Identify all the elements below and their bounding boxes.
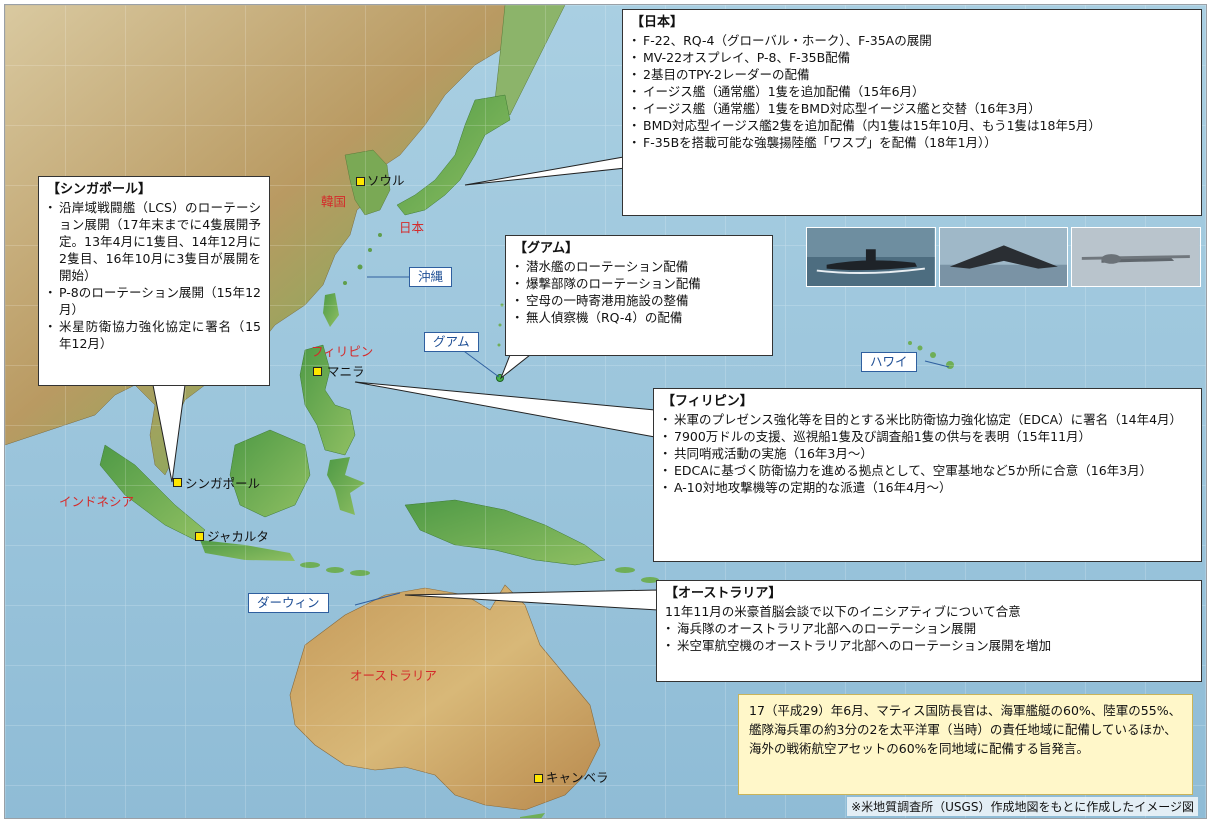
singapore-box-title: 【シンガポール】: [47, 182, 152, 197]
list-item: F-22、RQ-4（グローバル・ホーク）、F-35Aの展開: [628, 32, 1193, 49]
list-item: 米空軍航空機のオーストラリア北部へのローテーション展開を増加: [662, 637, 1193, 654]
list-item: A-10対地攻撃機等の定期的な派遣（16年4月～）: [659, 479, 1193, 496]
list-item: 爆撃部隊のローテーション配備: [511, 275, 764, 292]
philippines-box-title: 【フィリピン】: [662, 394, 753, 409]
okinawa-label: 沖縄: [409, 267, 453, 287]
statement-note-box: 17（平成29）年6月、マティス国防長官は、海軍艦艇の60%、陸軍の55%、艦隊…: [738, 694, 1193, 795]
guam-item-list: 潜水艦のローテーション配備 爆撃部隊のローテーション配備 空母の一時寄港用施設の…: [511, 258, 764, 326]
list-item: 海兵隊のオーストラリア北部へのローテーション展開: [662, 620, 1193, 637]
korea-country-label: 韓国: [321, 194, 347, 209]
darwin-label: ダーウィン: [248, 593, 329, 613]
list-item: イージス艦（通常艦）1隻をBMD対応型イージス艦と交替（16年3月）: [628, 100, 1193, 117]
philippines-item-list: 米軍のプレゼンス強化等を目的とする米比防衛協力強化協定（EDCA）に署名（14年…: [659, 411, 1193, 496]
list-item: 沿岸域戦闘艦（LCS）のローテーション展開（17年末までに4隻展開予定。13年4…: [44, 199, 261, 284]
hawaii-leader-line: [924, 360, 950, 368]
list-item: 7900万ドルの支援、巡視船1隻及び調査船1隻の供与を表明（15年11月）: [659, 428, 1193, 445]
manila-city-label: マニラ: [327, 364, 365, 379]
canberra-marker: [534, 774, 543, 783]
list-item: MV-22オスプレイ、P-8、F-35B配備: [628, 49, 1193, 66]
seoul-city-label: ソウル: [367, 173, 405, 188]
australia-box-title: 【オーストラリア】: [665, 586, 782, 601]
philippines-info-box: 【フィリピン】 米軍のプレゼンス強化等を目的とする米比防衛協力強化協定（EDCA…: [653, 388, 1202, 562]
list-item: 空母の一時寄港用施設の整備: [511, 292, 764, 309]
seoul-marker: [356, 177, 365, 186]
list-item: P-8のローテーション展開（15年12月）: [44, 284, 261, 318]
photo-strip: [806, 227, 1202, 287]
japan-item-list: F-22、RQ-4（グローバル・ホーク）、F-35Aの展開 MV-22オスプレイ…: [628, 32, 1193, 151]
japan-box-title: 【日本】: [631, 15, 684, 30]
singapore-item-list: 沿岸域戦闘艦（LCS）のローテーション展開（17年末までに4隻展開予定。13年4…: [44, 199, 261, 352]
list-item: 米軍のプレゼンス強化等を目的とする米比防衛協力強化協定（EDCA）に署名（14年…: [659, 411, 1193, 428]
canberra-city-label: キャンベラ: [546, 770, 609, 785]
australia-item-list: 海兵隊のオーストラリア北部へのローテーション展開 米空軍航空機のオーストラリア北…: [662, 620, 1193, 654]
hawaii-label: ハワイ: [861, 352, 917, 372]
singapore-marker: [173, 478, 182, 487]
indonesia-country-label: インドネシア: [59, 494, 135, 509]
singapore-info-box: 【シンガポール】 沿岸域戦闘艦（LCS）のローテーション展開（17年末までに4隻…: [38, 176, 270, 386]
list-item: 潜水艦のローテーション配備: [511, 258, 764, 275]
map-frame: 【日本】 F-22、RQ-4（グローバル・ホーク）、F-35Aの展開 MV-22…: [4, 4, 1207, 819]
submarine-photo: [806, 227, 936, 287]
guam-label: グアム: [424, 332, 479, 352]
list-item: 無人偵察機（RQ-4）の配備: [511, 309, 764, 326]
list-item: イージス艦（通常艦）1隻を追加配備（15年6月）: [628, 83, 1193, 100]
darwin-leader-line: [354, 592, 401, 606]
japan-info-box: 【日本】 F-22、RQ-4（グローバル・ホーク）、F-35Aの展開 MV-22…: [622, 9, 1202, 216]
list-item: EDCAに基づく防衛協力を進める拠点として、空軍基地など5か所に合意（16年3月…: [659, 462, 1193, 479]
list-item: 共同哨戒活動の実施（16年3月～）: [659, 445, 1193, 462]
bomber-photo: [938, 227, 1069, 287]
australia-info-box: 【オーストラリア】 11年11月の米豪首脳会談で以下のイニシアティブについて合意…: [656, 580, 1202, 682]
guam-box-title: 【グアム】: [514, 241, 579, 256]
singapore-city-label: シンガポール: [185, 476, 261, 491]
australia-intro-text: 11年11月の米豪首脳会談で以下のイニシアティブについて合意: [665, 604, 1021, 619]
drone-photo: [1071, 227, 1202, 287]
philippines-country-label: フィリピン: [311, 344, 374, 359]
list-item: 米星防衛協力強化協定に署名（15年12月）: [44, 318, 261, 352]
australia-country-label: オーストラリア: [350, 668, 437, 683]
japan-country-label: 日本: [399, 220, 425, 235]
guam-info-box: 【グアム】 潜水艦のローテーション配備 爆撃部隊のローテーション配備 空母の一時…: [505, 235, 773, 356]
jakarta-marker: [195, 532, 204, 541]
jakarta-city-label: ジャカルタ: [207, 529, 269, 544]
manila-marker: [313, 367, 322, 376]
list-item: 2基目のTPY-2レーダーの配備: [628, 66, 1193, 83]
list-item: BMD対応型イージス艦2隻を追加配備（内1隻は15年10月、もう1隻は18年5月…: [628, 117, 1193, 134]
source-note: ※米地質調査所（USGS）作成地図をもとに作成したイメージ図: [847, 797, 1198, 816]
list-item: F-35Bを搭載可能な強襲揚陸艦「ワスプ」を配備（18年1月））: [628, 134, 1193, 151]
